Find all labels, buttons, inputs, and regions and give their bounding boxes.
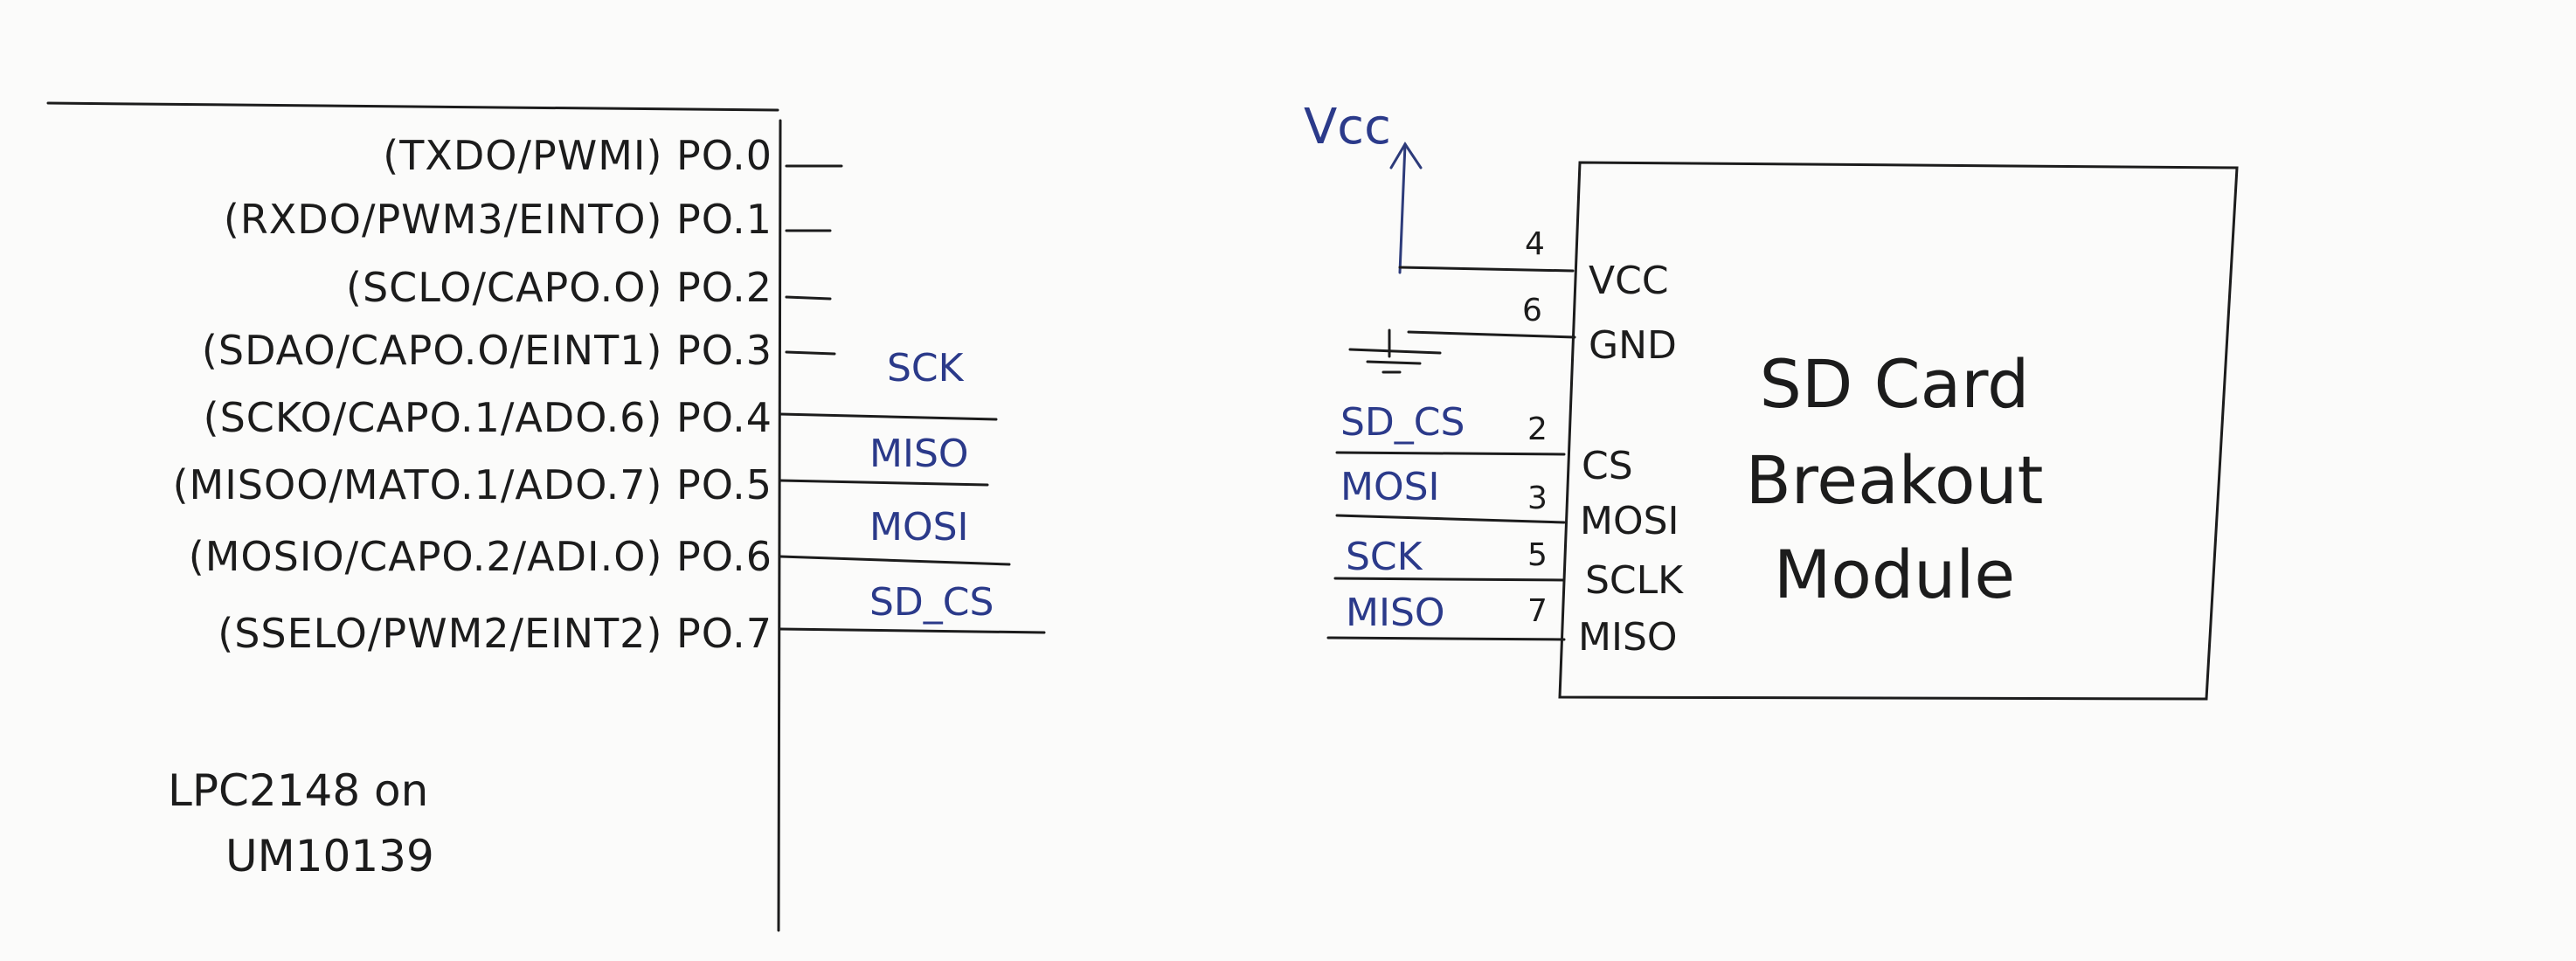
vcc-label: Vcc bbox=[1304, 99, 1391, 156]
module-signal-sck: SCK bbox=[1346, 535, 1423, 579]
signal-label-mosi: MOSI bbox=[869, 505, 969, 550]
gnd-connection bbox=[1407, 330, 1576, 339]
vcc-arrow-head bbox=[1389, 142, 1423, 169]
pin-number-4: 4 bbox=[1525, 226, 1545, 262]
module-title-line2: Breakout bbox=[1745, 441, 2044, 519]
module-pin-mosi: MOSI bbox=[1580, 499, 1679, 543]
board-label-line1: LPC2148 on bbox=[168, 765, 429, 816]
lpc-pin-p04: (SCKO/CAPO.1/ADO.6) PO.4 bbox=[203, 394, 772, 441]
signal-label-sck: SCK bbox=[887, 346, 964, 391]
lpc-pin-p05: (MISOO/MATO.1/ADO.7) PO.5 bbox=[172, 461, 772, 508]
module-signal-mosi: MOSI bbox=[1340, 465, 1440, 509]
lpc-board-right-edge bbox=[777, 119, 782, 932]
vcc-wire bbox=[1398, 142, 1407, 274]
module-pin-gnd: GND bbox=[1589, 323, 1677, 368]
module-title-line1: SD Card bbox=[1759, 345, 2030, 423]
pin-stub-p03 bbox=[785, 350, 836, 356]
pin-number-2: 2 bbox=[1527, 411, 1548, 447]
module-signal-miso: MISO bbox=[1346, 591, 1445, 635]
vcc-connection bbox=[1398, 266, 1575, 273]
module-wire-miso bbox=[1326, 636, 1566, 641]
wire-mosi bbox=[779, 555, 1011, 566]
pin-number-7: 7 bbox=[1527, 593, 1548, 629]
module-wire-sclk bbox=[1333, 577, 1566, 582]
gnd-symbol-bar2 bbox=[1366, 360, 1422, 365]
signal-label-miso: MISO bbox=[869, 432, 969, 476]
pin-number-3: 3 bbox=[1527, 480, 1548, 516]
board-label-line2: UM10139 bbox=[225, 831, 434, 881]
sd-module-box bbox=[1558, 161, 2239, 701]
module-pin-sclk: SCLK bbox=[1585, 558, 1684, 603]
module-wire-mosi bbox=[1335, 514, 1566, 524]
lpc-pin-p00: (TXDO/PWMI) PO.0 bbox=[383, 132, 772, 179]
module-pin-vcc: VCC bbox=[1589, 259, 1669, 303]
pin-number-6: 6 bbox=[1522, 293, 1542, 328]
lpc-pin-p07: (SSELO/PWM2/EINT2) PO.7 bbox=[218, 610, 772, 657]
module-pin-miso: MISO bbox=[1578, 615, 1678, 660]
lpc-board-top-edge bbox=[46, 101, 779, 112]
pin-number-5: 5 bbox=[1527, 537, 1548, 573]
wire-sd-cs bbox=[779, 627, 1046, 634]
lpc-pin-p03: (SDAO/CAPO.O/EINT1) PO.3 bbox=[201, 327, 772, 374]
wire-sck bbox=[779, 412, 998, 421]
lpc-pin-p02: (SCLO/CAPO.O) PO.2 bbox=[346, 264, 772, 311]
gnd-symbol-bar1 bbox=[1348, 348, 1442, 355]
module-wire-cs bbox=[1335, 451, 1566, 456]
pin-stub-p02 bbox=[785, 295, 832, 301]
module-pin-cs: CS bbox=[1582, 444, 1633, 488]
signal-label-sd-cs: SD_CS bbox=[869, 580, 994, 625]
wire-miso bbox=[779, 479, 989, 487]
module-title-line3: Module bbox=[1773, 536, 2016, 613]
lpc-pin-p01: (RXDO/PWM3/EINTO) PO.1 bbox=[223, 196, 772, 243]
lpc-pin-p06: (MOSIO/CAPO.2/ADI.O) PO.6 bbox=[188, 533, 772, 580]
module-signal-sd-cs: SD_CS bbox=[1340, 400, 1465, 445]
